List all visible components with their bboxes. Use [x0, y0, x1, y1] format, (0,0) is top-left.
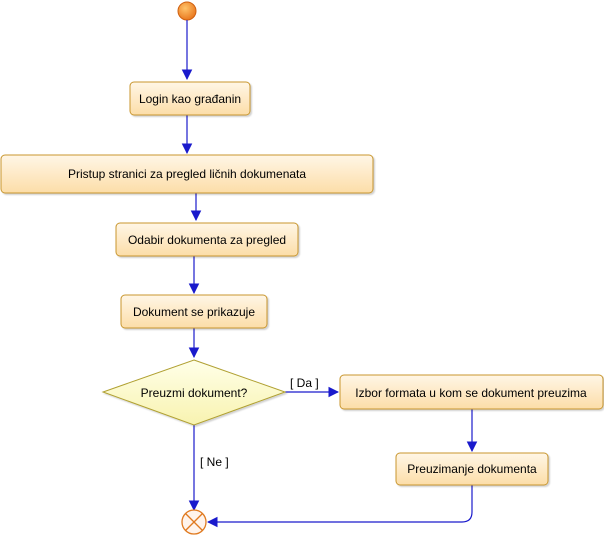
- activity-prikaz-label: Dokument se prikazuje: [133, 305, 255, 319]
- activity-pristup-label: Pristup stranici za pregled ličnih dokum…: [68, 167, 306, 181]
- decision-node: Preuzmi dokument?: [101, 359, 287, 426]
- edge-preuzimanje-end: [206, 485, 473, 528]
- activity-prikaz: Dokument se prikazuje: [120, 294, 268, 329]
- activity-login: Login kao građanin: [129, 81, 251, 116]
- decision-label: Preuzmi dokument?: [141, 386, 248, 400]
- edge-label-no: [ Ne ]: [200, 455, 229, 469]
- activity-login-label: Login kao građanin: [139, 92, 241, 106]
- activity-odabir: Odabir dokumenta za pregled: [115, 222, 299, 257]
- activity-izbor: Izbor formata u kom se dokument preuzima: [339, 374, 604, 410]
- activity-odabir-label: Odabir dokumenta za pregled: [128, 233, 286, 247]
- activity-izbor-label: Izbor formata u kom se dokument preuzima: [355, 386, 587, 400]
- edges: [181, 20, 478, 528]
- activity-preuzimanje-label: Preuzimanje dokumenta: [407, 462, 537, 476]
- end-node: [181, 509, 207, 535]
- activity-pristup: Pristup stranici za pregled ličnih dokum…: [0, 154, 374, 194]
- edge-label-yes: [ Da ]: [290, 376, 319, 390]
- activity-preuzimanje: Preuzimanje dokumenta: [395, 452, 549, 486]
- start-node: [177, 1, 197, 21]
